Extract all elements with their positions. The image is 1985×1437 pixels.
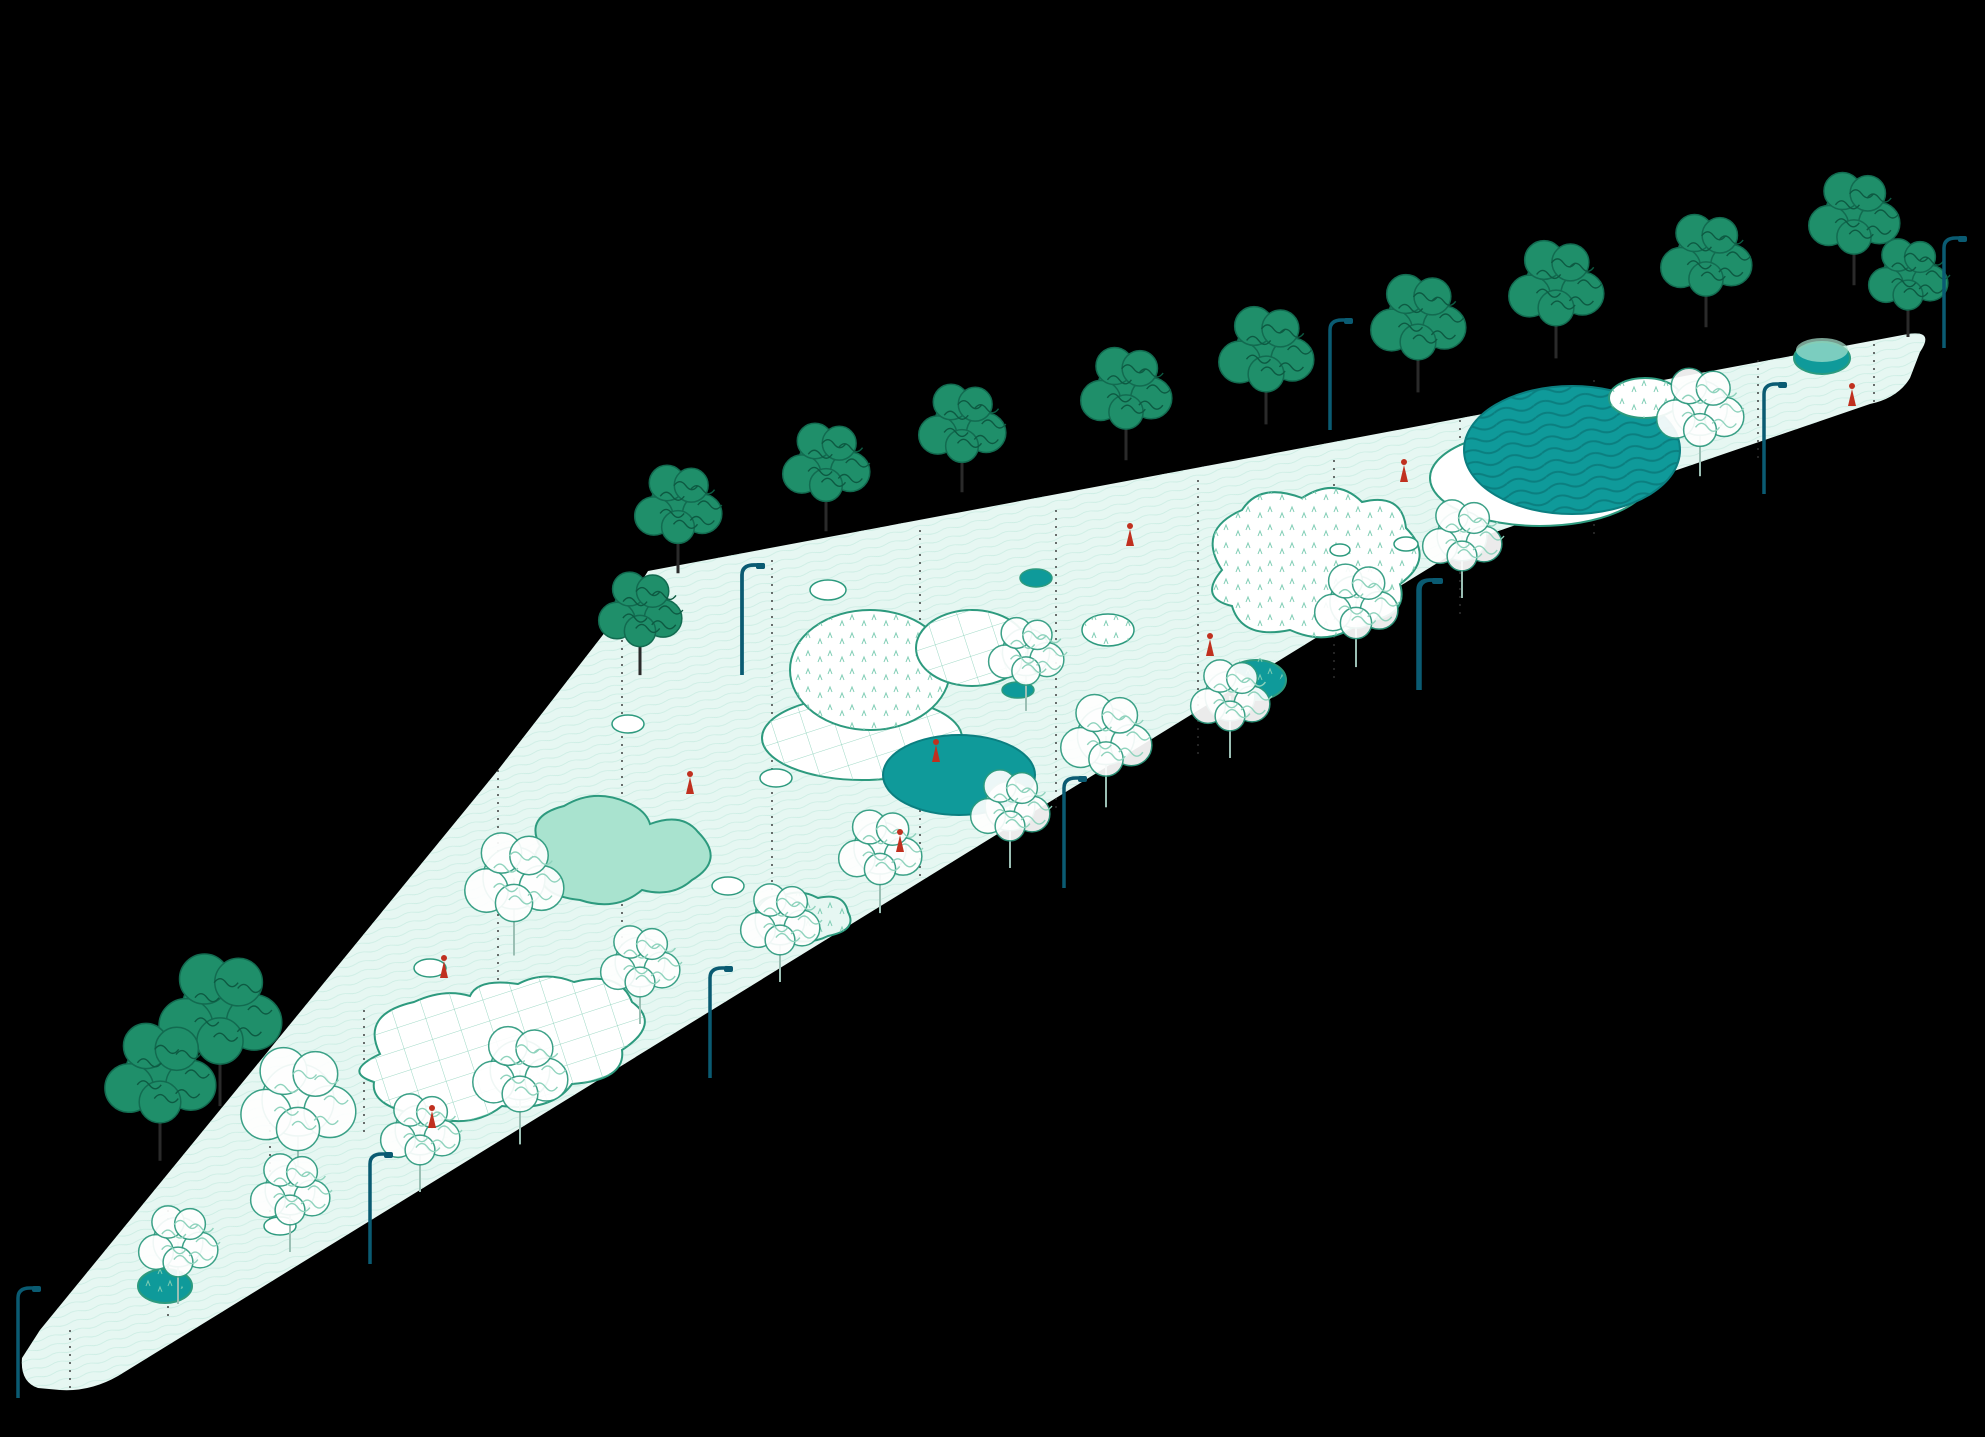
small-planters — [263, 536, 1419, 1236]
tree — [240, 1046, 357, 1190]
tree — [464, 832, 565, 956]
central-cloud-pavilion — [761, 609, 1036, 816]
tree — [1867, 238, 1951, 337]
tree — [969, 769, 1053, 868]
tree — [1370, 273, 1467, 393]
street-lamp — [708, 966, 733, 1078]
street-lamp — [16, 1286, 41, 1398]
tree — [472, 1025, 569, 1145]
street-trees — [104, 171, 1951, 1161]
street-lamp — [1418, 578, 1443, 690]
tree — [1079, 346, 1173, 461]
person-figure — [1848, 383, 1856, 406]
tree — [1655, 367, 1745, 477]
tree — [917, 383, 1007, 493]
tree — [104, 1022, 217, 1161]
street-lamp — [1328, 318, 1353, 430]
person-figure — [1126, 523, 1134, 546]
plaza-trees — [137, 367, 1745, 1304]
person-figure — [686, 771, 694, 794]
street-lamp — [740, 563, 765, 675]
person-figure — [1206, 633, 1214, 656]
tree — [1807, 171, 1901, 286]
street-lamp — [368, 1152, 393, 1264]
tree — [249, 1153, 333, 1252]
tree — [1189, 659, 1273, 758]
street-lamps — [16, 236, 1967, 1398]
tree — [739, 883, 823, 982]
top-right-pavilion — [1793, 338, 1851, 375]
tree — [837, 809, 924, 914]
small-round-pavilion-a — [1001, 568, 1135, 699]
street-lamp — [1762, 382, 1787, 494]
tree — [1508, 239, 1605, 359]
tree — [1059, 693, 1153, 808]
street-lamp — [1062, 776, 1087, 888]
person-figure — [1400, 459, 1408, 482]
tree — [137, 1205, 221, 1304]
person-figure — [440, 955, 448, 978]
person-figure — [428, 1105, 436, 1128]
person-figure — [896, 829, 904, 852]
tree — [1218, 305, 1315, 425]
tree — [1421, 499, 1505, 598]
tree — [158, 953, 283, 1107]
plaza — [21, 333, 1926, 1391]
tree — [633, 464, 723, 574]
tree — [781, 422, 871, 532]
large-pond — [1429, 377, 1682, 527]
people-figures — [428, 383, 1856, 1128]
tree — [599, 925, 683, 1024]
tree — [597, 571, 684, 676]
plaza-paving-pattern — [21, 333, 1926, 1391]
person-figure — [932, 739, 940, 762]
tree — [1659, 213, 1753, 328]
pavilions — [137, 338, 1851, 1304]
tree — [1313, 563, 1400, 668]
tree — [987, 616, 1068, 711]
street-lamp — [1942, 236, 1967, 348]
